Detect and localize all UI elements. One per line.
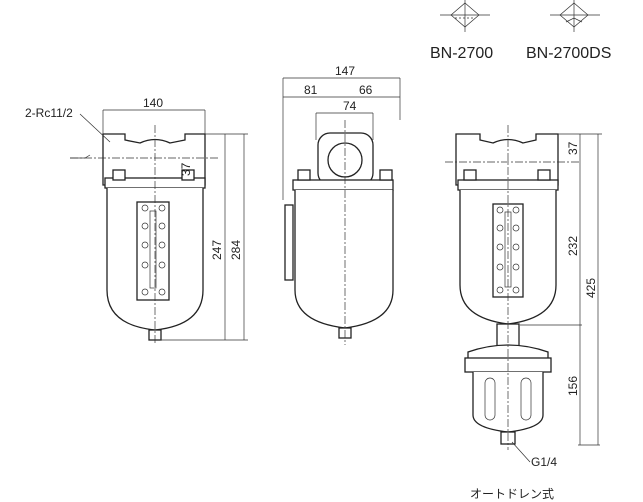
dim-right-offset-66: 66 bbox=[359, 83, 373, 97]
port-label: 2-Rc11/2 bbox=[25, 106, 73, 120]
filter-autodrain-symbol-icon bbox=[550, 0, 600, 32]
dim-port-height-37: 37 bbox=[179, 162, 193, 176]
model-label-bn-2700: BN-2700 bbox=[430, 45, 493, 62]
dim-body-height-247: 247 bbox=[210, 240, 224, 260]
drain-port-label: G1/4 bbox=[531, 455, 557, 469]
autodrain-caption: オートドレン式 bbox=[470, 487, 554, 501]
dim-bowl-height-232: 232 bbox=[566, 236, 580, 256]
dim-left-offset-81: 81 bbox=[304, 83, 318, 97]
dim-total-height-284: 284 bbox=[229, 240, 243, 260]
model-label-bn-2700ds: BN-2700DS bbox=[526, 45, 611, 62]
dim-drain-height-156: 156 bbox=[566, 376, 580, 396]
autodrain-view bbox=[445, 125, 580, 450]
dim-total-width-147: 147 bbox=[335, 64, 355, 78]
dim-port-height-37-autodrain: 37 bbox=[566, 141, 580, 155]
filter-symbol-icon bbox=[440, 0, 490, 32]
dim-total-height-425: 425 bbox=[584, 278, 598, 298]
dim-port-width-74: 74 bbox=[343, 99, 357, 113]
dim-width-140: 140 bbox=[143, 96, 163, 110]
front-view bbox=[70, 125, 220, 345]
side-view bbox=[284, 120, 394, 345]
